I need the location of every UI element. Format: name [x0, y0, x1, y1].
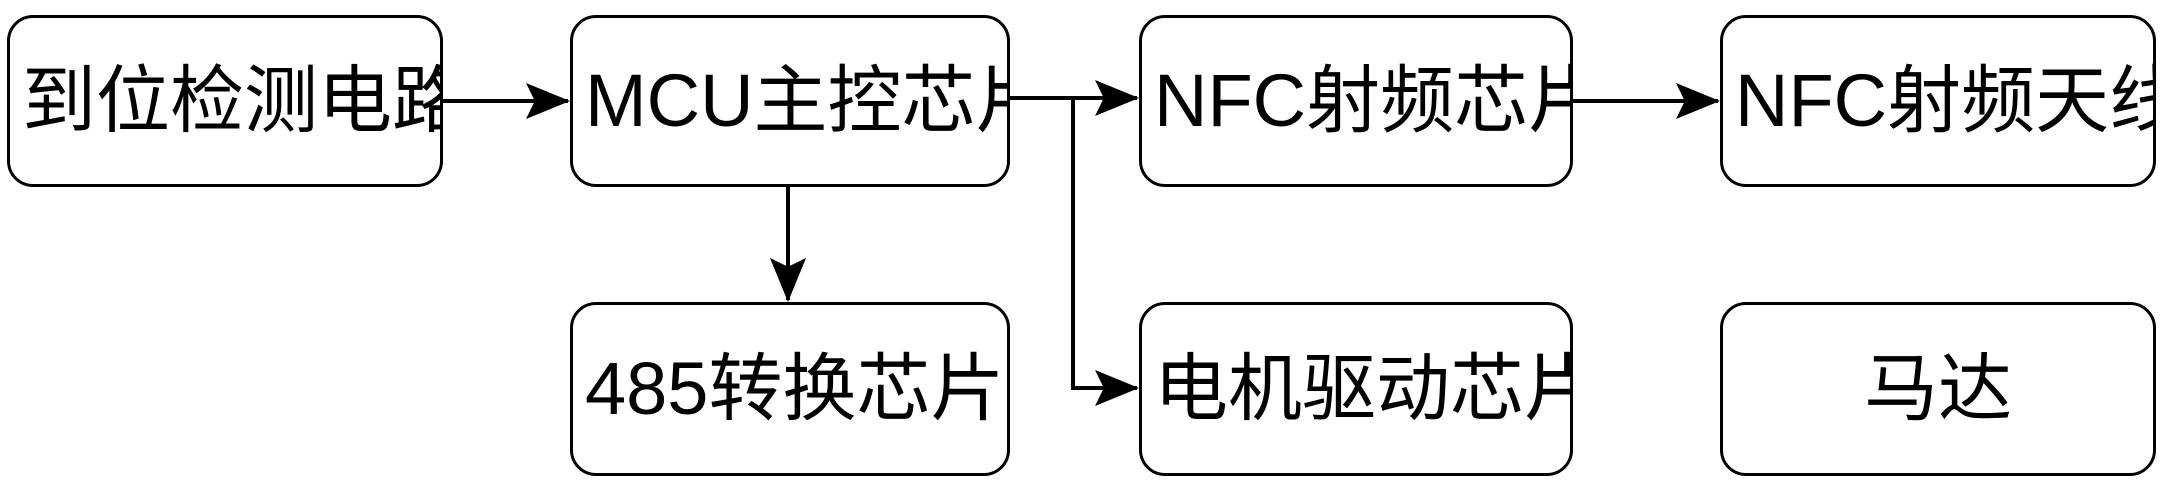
node-label-485-conversion-chip: 485转换芯片	[585, 347, 1005, 431]
node-motor-driver-chip[interactable]: 电机驱动芯片	[1139, 302, 1573, 476]
node-label-motor-driver-chip: 电机驱动芯片	[1154, 347, 1573, 431]
node-nfc-rf-antenna[interactable]: NFC射频天线	[1720, 15, 2156, 187]
node-motor[interactable]: 马达	[1720, 302, 2156, 476]
edge-mcu-to-motor	[1010, 96, 1139, 406]
node-position-detection-circuit[interactable]: 到位检测电路	[7, 15, 443, 187]
node-label-motor: 马达	[1864, 347, 2012, 431]
node-label-mcu-main-control-chip: MCU主控芯片	[585, 59, 1010, 143]
node-mcu-main-control-chip[interactable]: MCU主控芯片	[570, 15, 1010, 187]
node-485-conversion-chip[interactable]: 485转换芯片	[570, 302, 1010, 476]
node-label-position-detection-circuit: 到位检测电路	[22, 59, 443, 143]
node-label-nfc-rf-chip: NFC射频芯片	[1154, 59, 1573, 143]
node-nfc-rf-chip[interactable]: NFC射频芯片	[1139, 15, 1573, 187]
node-label-nfc-rf-antenna: NFC射频天线	[1735, 59, 2156, 143]
